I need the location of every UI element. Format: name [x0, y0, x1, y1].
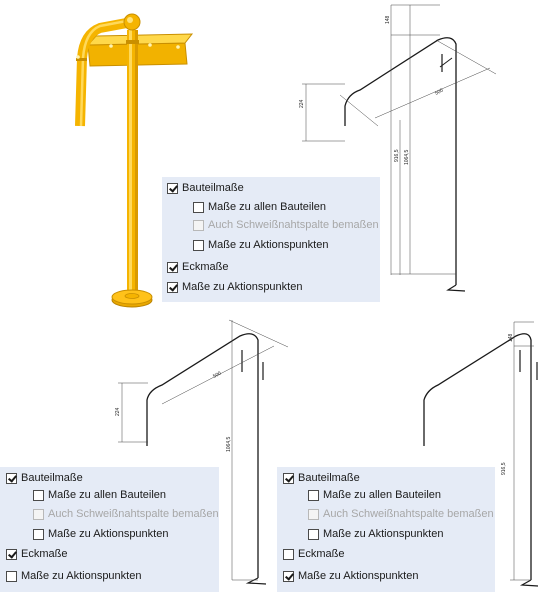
dimension-options-panel-2: Bauteilmaße Maße zu allen Bauteilen Auch…: [0, 467, 219, 592]
option-label: Bauteilmaße: [182, 182, 244, 194]
option-row: Auch Schweißnahtspalte bemaßen: [308, 506, 494, 522]
checkbox-masse-zu-allen-bauteilen[interactable]: [193, 201, 204, 213]
dim-label: 224: [115, 407, 121, 416]
option-row[interactable]: Bauteilmaße: [283, 470, 360, 486]
checkbox-schweissnahtspalte: [193, 219, 204, 231]
dim-label: 1064,5: [404, 149, 410, 165]
checkbox-eckmasse[interactable]: [167, 261, 178, 273]
checkbox-bauteilmasse[interactable]: [167, 182, 178, 194]
option-label: Maße zu Aktionspunkten: [323, 528, 444, 540]
option-row: Auch Schweißnahtspalte bemaßen: [193, 217, 379, 233]
option-label: Maße zu allen Bauteilen: [323, 489, 442, 501]
option-row[interactable]: Bauteilmaße: [167, 180, 244, 196]
dim-label: 916,5: [501, 462, 507, 475]
option-label: Bauteilmaße: [298, 472, 360, 484]
option-row[interactable]: Bauteilmaße: [6, 470, 83, 486]
dimension-options-panel-3: Bauteilmaße Maße zu allen Bauteilen Auch…: [277, 467, 495, 592]
option-label: Maße zu Aktionspunkten: [182, 281, 303, 293]
checkbox-eckmasse[interactable]: [6, 548, 17, 560]
checkbox-schweissnahtspalte: [33, 508, 44, 520]
3d-railing-model: [75, 13, 194, 308]
option-label: Auch Schweißnahtspalte bemaßen: [208, 219, 379, 231]
dim-label: 916,5: [394, 149, 400, 162]
checkbox-masse-zu-aktionspunkten[interactable]: [283, 570, 294, 582]
option-row: Auch Schweißnahtspalte bemaßen: [33, 506, 219, 522]
dim-label: 500: [212, 370, 222, 379]
option-label: Maße zu Aktionspunkten: [21, 570, 142, 582]
option-row[interactable]: Maße zu Aktionspunkten: [193, 237, 328, 253]
drawing-bottom-right: 148 916,5: [423, 321, 538, 587]
option-row[interactable]: Maße zu Aktionspunkten: [33, 526, 168, 542]
dim-label: 148: [385, 15, 391, 24]
option-row[interactable]: Maße zu allen Bauteilen: [33, 487, 166, 503]
option-label: Maße zu allen Bauteilen: [208, 201, 327, 213]
checkbox-bauteilmasse[interactable]: [283, 472, 294, 484]
option-row[interactable]: Maße zu Aktionspunkten: [167, 279, 302, 295]
dim-label: 500: [434, 87, 444, 96]
checkbox-bauteilmasse[interactable]: [6, 472, 17, 484]
checkbox-schweissnahtspalte: [308, 508, 319, 520]
option-row[interactable]: Maße zu allen Bauteilen: [193, 199, 326, 215]
option-label: Bauteilmaße: [21, 472, 83, 484]
drawing-bottom-left: 224 500 1064,5: [115, 319, 289, 585]
option-row[interactable]: Maße zu Aktionspunkten: [308, 526, 443, 542]
checkbox-masse-zu-allen-bauteilen[interactable]: [33, 489, 44, 501]
option-label: Eckmaße: [21, 548, 68, 560]
option-label: Auch Schweißnahtspalte bemaßen: [323, 508, 494, 520]
checkbox-masse-zu-aktionspunkten[interactable]: [167, 281, 178, 293]
option-row[interactable]: Eckmaße: [283, 546, 344, 562]
option-row[interactable]: Maße zu Aktionspunkten: [283, 568, 418, 584]
option-label: Eckmaße: [182, 261, 229, 273]
option-label: Maße zu Aktionspunkten: [208, 239, 329, 251]
checkbox-masse-zu-aktionspunkten-sub[interactable]: [193, 239, 204, 251]
checkbox-masse-zu-aktionspunkten[interactable]: [6, 570, 17, 582]
option-label: Maße zu Aktionspunkten: [298, 570, 419, 582]
option-row[interactable]: Eckmaße: [167, 259, 228, 275]
dim-label: 1064,5: [226, 436, 232, 452]
checkbox-masse-zu-aktionspunkten-sub[interactable]: [33, 528, 44, 540]
dim-label: 224: [299, 99, 305, 108]
option-row[interactable]: Maße zu allen Bauteilen: [308, 487, 441, 503]
checkbox-masse-zu-allen-bauteilen[interactable]: [308, 489, 319, 501]
option-label: Auch Schweißnahtspalte bemaßen: [48, 508, 219, 520]
option-label: Maße zu allen Bauteilen: [48, 489, 167, 501]
dimension-options-panel-1: Bauteilmaße Maße zu allen Bauteilen Auch…: [162, 177, 380, 302]
checkbox-eckmasse[interactable]: [283, 548, 294, 560]
option-label: Eckmaße: [298, 548, 345, 560]
dim-label: 148: [508, 333, 514, 342]
option-label: Maße zu Aktionspunkten: [48, 528, 169, 540]
option-row[interactable]: Eckmaße: [6, 546, 67, 562]
checkbox-masse-zu-aktionspunkten-sub[interactable]: [308, 528, 319, 540]
option-row[interactable]: Maße zu Aktionspunkten: [6, 568, 141, 584]
drawing-top-right: 224 148 500 916,5 1064,5: [299, 4, 497, 292]
